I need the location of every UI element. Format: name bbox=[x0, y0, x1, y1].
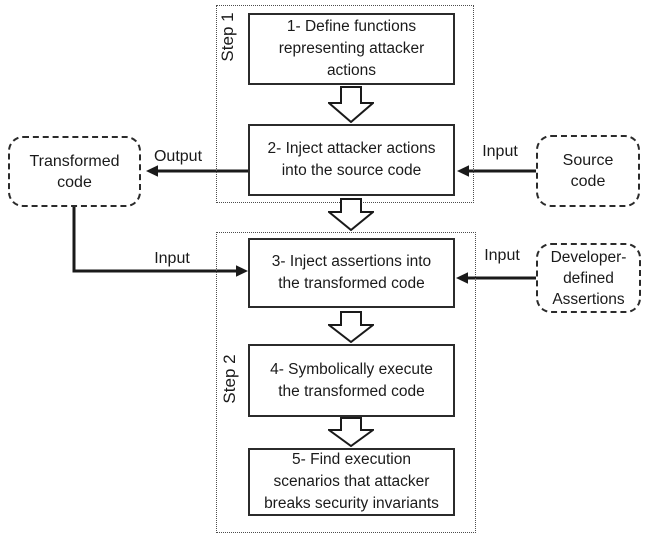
step2-label: Step 2 bbox=[220, 354, 239, 404]
input-source-label: Input bbox=[482, 143, 518, 160]
down-block-arrow-1 bbox=[328, 86, 374, 123]
transformed-code-line: Transformed bbox=[29, 152, 120, 170]
flow-box-4-line: the transformed code bbox=[278, 382, 425, 400]
input-developer-label: Input bbox=[484, 247, 520, 264]
flow-box-3: 3- Inject assertions into the transforme… bbox=[248, 238, 455, 308]
input-transformed-arrow-line bbox=[72, 205, 237, 273]
input-transformed-label: Input bbox=[154, 250, 190, 267]
flow-box-5-line: scenarios that attacker bbox=[273, 473, 430, 490]
flow-box-4: 4- Symbolically execute the transformed … bbox=[248, 344, 455, 417]
developer-assertions-line: Assertions bbox=[552, 290, 625, 308]
source-code-line: code bbox=[570, 173, 606, 190]
developer-assertions-box: Developer- defined Assertions bbox=[536, 243, 641, 313]
output-label: Output bbox=[153, 148, 203, 165]
output-arrow-head bbox=[146, 165, 158, 177]
flow-box-5: 5- Find execution scenarios that attacke… bbox=[248, 448, 455, 516]
flow-box-2-line: into the source code bbox=[281, 162, 422, 179]
down-block-arrow-3 bbox=[328, 311, 374, 343]
input-source-arrow-head bbox=[457, 165, 469, 177]
flow-box-2-line: 2- Inject attacker actions bbox=[267, 140, 436, 157]
flow-box-1-line: actions bbox=[326, 62, 377, 79]
down-block-arrow-4 bbox=[328, 417, 374, 447]
step1-label: Step 1 bbox=[218, 12, 237, 62]
flow-box-3-line: the transformed code bbox=[278, 275, 425, 292]
developer-assertions-line: defined bbox=[563, 269, 614, 287]
source-code-box: Source code bbox=[536, 135, 640, 207]
flow-box-1: 1- Define functions representing attacke… bbox=[248, 13, 455, 85]
step2-container bbox=[216, 232, 476, 533]
flow-box-2: 2- Inject attacker actions into the sour… bbox=[248, 124, 455, 196]
input-transformed-arrow-head bbox=[236, 265, 248, 277]
input-developer-arrow-head bbox=[456, 272, 468, 284]
flow-box-5-line: breaks security invariants bbox=[264, 495, 439, 512]
source-code-line: Source bbox=[562, 152, 614, 169]
developer-assertions-line: Developer- bbox=[550, 248, 627, 266]
flow-box-5-line: 5- Find execution bbox=[292, 451, 411, 468]
down-block-arrow-2 bbox=[328, 198, 374, 231]
transformed-code-line: code bbox=[57, 173, 92, 191]
flow-box-1-line: 1- Define functions bbox=[286, 18, 417, 35]
flow-box-1-line: representing attacker bbox=[278, 40, 425, 57]
flow-box-4-line: 4- Symbolically execute bbox=[270, 360, 433, 378]
flow-box-3-line: 3- Inject assertions into bbox=[271, 253, 432, 270]
transformed-code-box: Transformed code bbox=[8, 136, 141, 207]
